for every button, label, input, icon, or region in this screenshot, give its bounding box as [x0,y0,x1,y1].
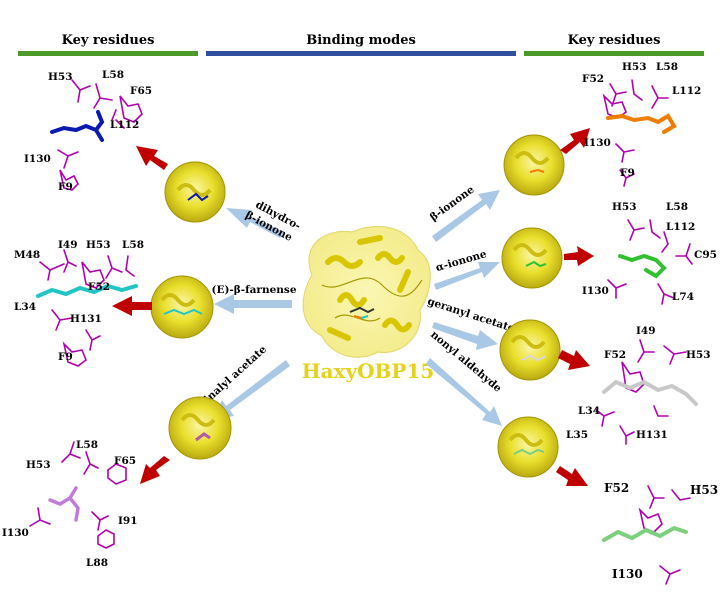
residue-p2-L34: L34 [14,301,36,313]
red-arrow-7 [556,466,588,486]
arrow-alpha-ionone [434,262,500,290]
residue-p7-H53: H53 [690,483,718,497]
header-bar-right [524,51,704,56]
residue-p6-H53: H53 [686,349,711,361]
residue-sticks [29,79,693,585]
residue-p6-L35: L35 [566,429,588,441]
residue-p5-L74: L74 [672,291,694,303]
header-center-title: Binding modes [306,33,416,48]
residue-p6-H131: H131 [636,429,668,441]
residue-p4-L112: L112 [672,85,701,97]
residue-p5-I130: I130 [582,285,609,297]
arrow-nonyl-aldehyde [426,358,502,426]
ligand-stick-dihydro [50,110,105,142]
header-left-title: Key residues [62,33,155,48]
residue-p1-H53: H53 [48,71,73,83]
residue-p4-F52: F52 [582,73,604,85]
residue-p2-H53: H53 [86,239,111,251]
label-e-beta-farnesene: (E)-β-farnense [211,284,296,296]
residue-p1-F9: F9 [58,181,73,193]
ligand-stick-linalyl [48,486,80,522]
residue-p3-I130: I130 [2,527,29,539]
residue-p2-L58: L58 [122,239,144,251]
pocket-geranyl-acetate [499,319,561,381]
residue-p3-F65: F65 [114,455,136,467]
red-arrow-5 [564,246,594,266]
residue-p7-I130: I130 [612,567,643,581]
residue-p7-F52: F52 [604,481,629,495]
residue-p4-F9: F9 [620,167,635,179]
residue-p6-F52: F52 [604,349,626,361]
red-arrow-1 [136,146,168,170]
residue-p2-F9: F9 [58,351,73,363]
arrow-e-beta-farnesene [214,294,292,314]
residue-p4-H53: H53 [622,61,647,73]
residue-p3-H53: H53 [26,459,51,471]
pocket-alpha-ionone [501,227,563,289]
residue-p2-M48: M48 [14,249,40,261]
residue-p5-H53: H53 [612,201,637,213]
residue-p5-L58: L58 [666,201,688,213]
label-beta-ionone: β-ionone [428,183,477,223]
pocket-e-beta-farnesene [150,275,214,339]
ligand-stick-nonyl [602,525,688,542]
pocket-dihydro-beta-ionone [164,161,226,223]
residue-p1-L112: L112 [110,119,139,131]
arrow-geranyl-acetate [432,322,498,350]
ligand-stick-geranyl [602,379,698,406]
ligand-stick-farnesene [36,283,138,298]
arrow-dihydro-beta-ionone [226,208,284,238]
header-bar-left [18,51,198,56]
residue-p6-L34: L34 [578,405,600,417]
header-right-title: Key residues [568,33,661,48]
ligand-stick-alpha-ionone [618,253,667,279]
residue-p6-I49: I49 [636,325,656,337]
arrow-beta-ionone [432,190,500,242]
red-arrow-3 [140,456,170,484]
ligand-stick-beta-ionone [606,113,677,134]
residue-p1-I130: I130 [24,153,51,165]
residue-p2-H131: H131 [70,313,102,325]
protein-structure [302,225,431,358]
residue-p5-L112: L112 [666,221,695,233]
residue-p2-F52: F52 [88,281,110,293]
header-bar-center [206,51,516,56]
pocket-beta-ionone [503,134,565,196]
residue-p4-I130: I130 [584,137,611,149]
residue-p1-L58: L58 [102,69,124,81]
red-arrow-4 [560,128,590,154]
arrow-linalyl-acetate [212,360,290,420]
residue-p4-L58: L58 [656,61,678,73]
residue-p3-I91: I91 [118,515,138,527]
protein-label: HaxyOBP15 [302,359,435,383]
red-arrow-6 [558,350,590,370]
residue-p3-L88: L88 [86,557,108,569]
residue-p2-I49: I49 [58,239,78,251]
residue-p3-L58: L58 [76,439,98,451]
residue-p5-C95: C95 [694,249,717,261]
pocket-linalyl-acetate [168,396,232,460]
pocket-nonyl-aldehyde [497,416,559,478]
red-arrow-2 [112,296,152,316]
residue-p1-F65: F65 [130,85,152,97]
